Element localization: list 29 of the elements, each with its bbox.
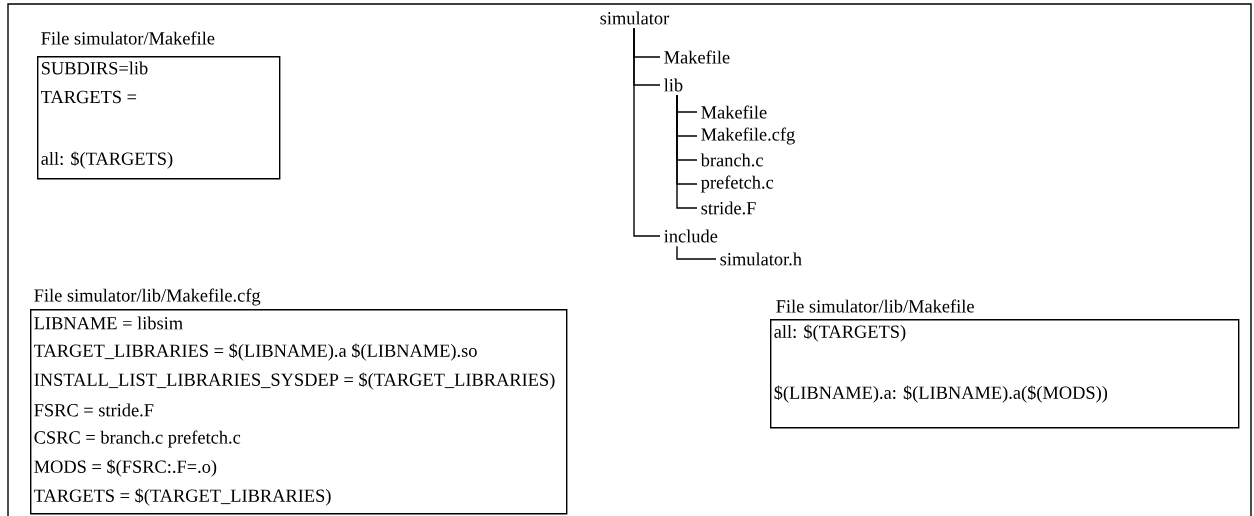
tree-line (676, 94, 698, 209)
node-label: TARGETS = $(TARGET_LIBRARIES) (34, 488, 331, 506)
code-box: SUBDIRS=lib TARGETS = all: $(TARGETS) (37, 56, 281, 180)
tree-item: simulator (600, 11, 670, 25)
tree-item: lib (664, 78, 683, 92)
code-box: all: $(TARGETS) $(LIBNAME).a: $(LIBNAME).a($(MODS)) (770, 319, 1240, 429)
node-label: CSRC = branch.c prefetch.c (34, 430, 241, 448)
node-label: SUBDIRS=lib (41, 61, 148, 75)
node-label: all: $(TARGETS) (41, 151, 173, 169)
node-label: TARGET_LIBRARIES = $(LIBNAME).a $(LIBNAME).so (34, 343, 477, 361)
node-label: FSRC = stride.F (34, 403, 154, 417)
tree-item: Makefile (701, 105, 767, 119)
tree-item: stride.F (701, 201, 756, 215)
node-label: MODS = $(FSRC:.F=.o) (34, 459, 217, 477)
file-heading: File simulator/Makefile (41, 31, 215, 45)
tree-item: include (664, 229, 718, 243)
code-box: LIBNAME = libsim TARGET_LIBRARIES = $(LIBNAME).a $(LIBNAME).so INSTALL_LIST_LIBRARIES_SYSDEP = $(TARGET_LIBRARIES) FSRC = stride.F CSRC = branch.c prefetch.c MODS = $(FSRC:.F=.o) TARGETS = $(TARGET_LIBRARIES) (30, 309, 568, 515)
tree-item: Makefile (664, 50, 730, 64)
tree-item: simulator.h (720, 252, 802, 266)
tree-item: branch.c (700, 153, 763, 167)
tree-item: prefetch.c (701, 175, 774, 193)
tree-item: Makefile.cfg (701, 127, 795, 145)
node-label: INSTALL_LIST_LIBRARIES_SYSDEP = $(TARGET_LIBRARIES) (34, 372, 555, 390)
node-label: TARGETS = (41, 90, 137, 104)
file-heading: File simulator/lib/Makefile.cfg (34, 288, 261, 306)
node-label: LIBNAME = libsim (34, 316, 183, 330)
file-heading: File simulator/lib/Makefile (776, 299, 974, 313)
tree-line (633, 27, 661, 237)
tree-line (676, 245, 717, 260)
